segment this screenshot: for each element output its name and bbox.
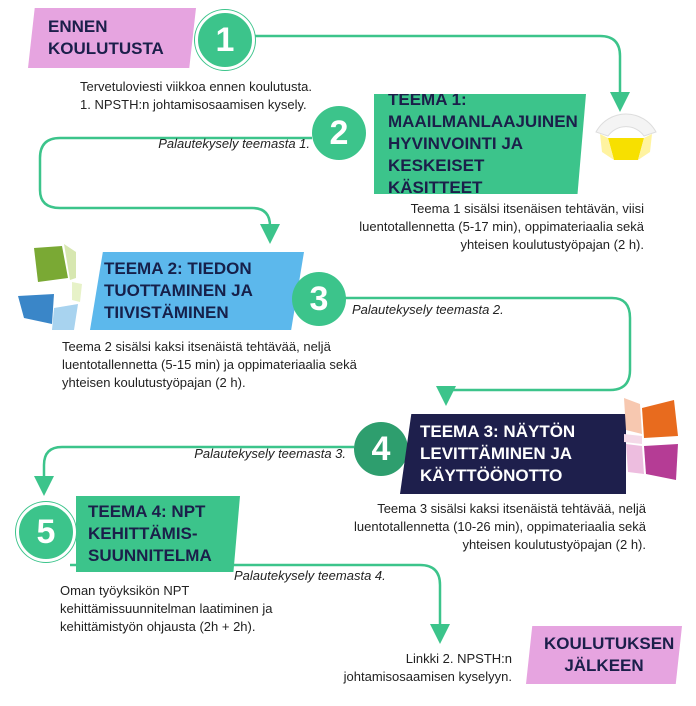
feedback-theme-2: Palautekysely teemasta 2. [352, 302, 504, 317]
feedback-theme-3: Palautekysely teemasta 3. [194, 446, 346, 461]
theme-1-description: Teema 1 sisälsi itsenäisen tehtävän, vii… [359, 201, 644, 252]
theme2-wheel-icon [18, 244, 82, 330]
feedback-theme-1: Palautekysely teemasta 1. [158, 136, 310, 151]
step-4-circle: 4 [354, 422, 408, 476]
start-text-line1: Tervetuloviesti viikkoa ennen koulutusta… [80, 79, 312, 94]
theme-4-title: TEEMA 4: NPT KEHITTÄMIS-SUUNNITELMA [88, 502, 212, 565]
theme-4-description: Oman työyksikön NPT kehittämissuunnitelm… [60, 583, 273, 634]
step-5-circle: 5 [16, 502, 76, 562]
theme-2-title: TEEMA 2: TIEDON TUOTTAMINEN JA TIIVISTÄM… [104, 259, 253, 322]
feedback-theme-4: Palautekysely teemasta 4. [234, 568, 386, 583]
connector-1-2 [250, 34, 630, 112]
connector-3-4 [345, 296, 632, 406]
step-5-number: 5 [36, 512, 56, 551]
connector-5-end [70, 563, 450, 644]
theme-2-description: Teema 2 sisälsi kaksi itsenäistä tehtävä… [62, 339, 357, 390]
connector-2-3 [38, 136, 312, 244]
theme-4-banner: TEEMA 4: NPT KEHITTÄMIS-SUUNNITELMA [76, 496, 240, 572]
step-2-number: 2 [329, 113, 349, 152]
start-title: ENNEN KOULUTUSTA [48, 17, 164, 58]
end-title: KOULUTUKSEN JÄLKEEN [544, 634, 675, 675]
connector-4-5 [34, 445, 354, 496]
end-description: Linkki 2. NPSTH:n johtamisosaamisen kyse… [343, 651, 512, 684]
start-banner: ENNEN KOULUTUSTA [28, 8, 196, 68]
theme3-wheel-icon [624, 398, 678, 480]
step-1-circle: 1 [195, 10, 255, 70]
theme-3-description: Teema 3 sisälsi kaksi itsenäistä tehtävä… [354, 501, 646, 552]
theme1-wheel-icon [595, 113, 657, 160]
theme-1-banner: TEEMA 1: MAAILMANLAAJUINEN HYVINVOINTI J… [374, 94, 586, 194]
start-text-line2: 1. NPSTH:n johtamisosaamisen kysely. [80, 97, 307, 112]
step-3-circle: 3 [292, 272, 346, 326]
start-description: Tervetuloviesti viikkoa ennen koulutusta… [80, 78, 350, 114]
theme-3-banner: TEEMA 3: NÄYTÖN LEVITTÄMINEN JA KÄYTTÖÖN… [400, 414, 626, 494]
end-banner: KOULUTUKSEN JÄLKEEN [526, 626, 682, 684]
step-1-number: 1 [215, 20, 235, 59]
step-4-number: 4 [371, 429, 391, 468]
theme-2-banner: TEEMA 2: TIEDON TUOTTAMINEN JA TIIVISTÄM… [90, 252, 304, 330]
theme-3-title: TEEMA 3: NÄYTÖN LEVITTÄMINEN JA KÄYTTÖÖN… [420, 422, 576, 485]
step-3-number: 3 [309, 279, 329, 318]
theme-1-title: TEEMA 1: MAAILMANLAAJUINEN HYVINVOINTI J… [388, 90, 578, 197]
step-2-circle: 2 [312, 106, 366, 160]
